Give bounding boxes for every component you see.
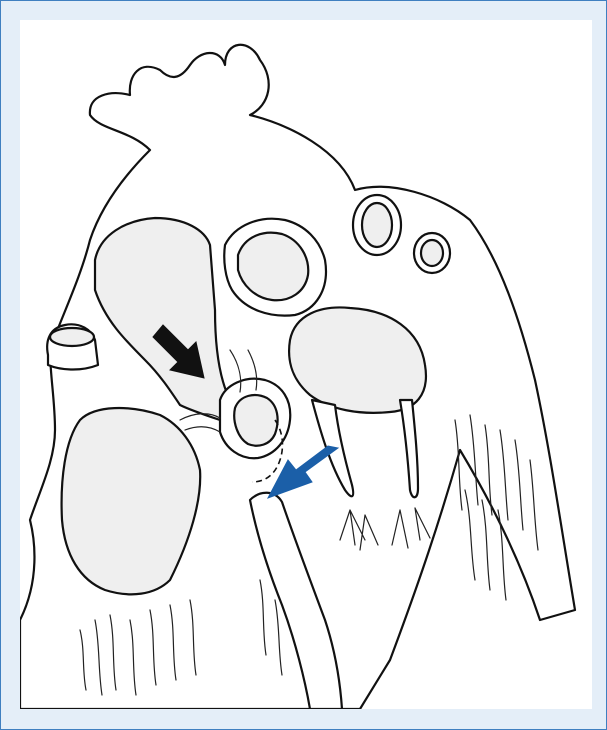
vena-cava-lumen xyxy=(50,328,94,346)
pulmonary-vein-upper-lumen xyxy=(362,203,392,247)
aortic-valve-cusp xyxy=(234,395,277,446)
pulmonary-vein-lower-lumen xyxy=(421,240,443,266)
heart-cross-section-illustration xyxy=(20,20,592,709)
figure-panel xyxy=(20,20,592,709)
